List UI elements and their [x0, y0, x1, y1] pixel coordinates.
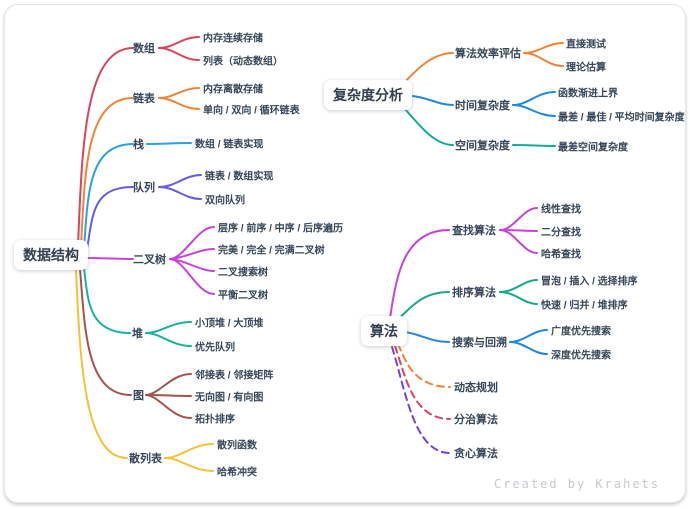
algo-leaf-search-2[interactable]: 哈希查找	[541, 249, 581, 261]
algo-leaf-sort-1[interactable]: 快速 / 归并 / 堆排序	[541, 300, 628, 312]
edge-ds-queue	[86, 186, 134, 250]
edge-ds-binarytree-3	[169, 258, 215, 295]
ds-branch-graph[interactable]: 图	[133, 390, 144, 402]
ds-leaf-binarytree-2[interactable]: 二叉搜索树	[218, 267, 268, 279]
edge-ds-binarytree	[84, 257, 134, 260]
edge-cx-efficiency	[401, 52, 454, 86]
edge-ds-hashtable	[75, 269, 128, 459]
ds-branch-array[interactable]: 数组	[133, 43, 155, 55]
ds-branch-stack[interactable]: 栈	[133, 139, 144, 151]
edge-algo-sort-0	[499, 279, 538, 293]
cx-branch-time[interactable]: 时间复杂度	[455, 100, 510, 112]
ds-leaf-binarytree-3[interactable]: 平衡二叉树	[218, 290, 268, 302]
edge-cx-space-0	[512, 144, 556, 147]
edge-algo-search-2	[499, 229, 538, 254]
edge-algo-backtrack-1	[509, 341, 548, 355]
algo-leaf-backtrack-1[interactable]: 深度优先搜索	[551, 350, 611, 362]
edge-ds-graph-0	[145, 373, 192, 396]
edge-ds-linkedlist-0	[158, 87, 200, 99]
complexity-root-node[interactable]: 复杂度分析	[324, 80, 412, 110]
edge-algo-search-0	[499, 207, 538, 231]
edge-ds-stack	[83, 143, 134, 249]
ds-leaf-graph-1[interactable]: 无向图 / 有向图	[195, 392, 264, 404]
edge-ds-heap	[83, 267, 131, 334]
cx-leaf-time-0[interactable]: 函数渐进上界	[558, 88, 618, 100]
edge-ds-heap-0	[145, 321, 192, 334]
cx-leaf-time-1[interactable]: 最差 / 最佳 / 平均时间复杂度	[558, 112, 685, 124]
algo-leaf-backtrack-0[interactable]: 广度优先搜索	[551, 326, 611, 338]
edge-ds-queue-1	[158, 186, 202, 200]
cx-branch-space[interactable]: 空间复杂度	[455, 140, 510, 152]
edge-cx-time-1	[512, 104, 556, 117]
ds-branch-binarytree[interactable]: 二叉树	[133, 254, 166, 266]
ds-leaf-heap-0[interactable]: 小顶堆 / 大顶堆	[195, 318, 264, 330]
cx-branch-efficiency[interactable]: 算法效率评估	[455, 48, 521, 60]
algo-branch-divide[interactable]: 分治算法	[454, 414, 498, 426]
algo-branch-sort[interactable]: 排序算法	[452, 287, 496, 299]
cx-leaf-efficiency-1[interactable]: 理论估算	[566, 62, 606, 74]
ds-leaf-queue-1[interactable]: 双向队列	[205, 195, 245, 207]
algo-branch-greedy[interactable]: 贪心算法	[454, 448, 498, 460]
edge-algo-backtrack	[404, 331, 450, 343]
ds-leaf-hashtable-1[interactable]: 哈希冲突	[217, 467, 257, 479]
edge-cx-efficiency-0	[523, 42, 564, 54]
edge-ds-array-1	[158, 47, 200, 61]
ds-branch-heap[interactable]: 堆	[132, 328, 143, 340]
cx-leaf-efficiency-0[interactable]: 直接测试	[566, 39, 606, 51]
ds-leaf-graph-0[interactable]: 邻接表 / 邻接矩阵	[195, 370, 274, 382]
ds-leaf-queue-0[interactable]: 链表 / 数组实现	[205, 171, 274, 183]
edge-ds-array-0	[158, 36, 200, 49]
edge-algo-divide	[394, 345, 451, 420]
edge-ds-linkedlist	[80, 97, 134, 248]
ds-leaf-linkedlist-1[interactable]: 单向 / 双向 / 循环链表	[203, 105, 300, 117]
edge-ds-hashtable-0	[164, 443, 214, 459]
ds-branch-linkedlist[interactable]: 链表	[133, 93, 155, 105]
edge-algo-dp	[397, 343, 451, 388]
ds-branch-hashtable[interactable]: 散列表	[129, 453, 162, 465]
edge-cx-time	[411, 95, 454, 106]
edge-ds-hashtable-1	[164, 457, 214, 472]
algo-branch-dp[interactable]: 动态规划	[454, 382, 498, 394]
algo-root-node[interactable]: 算法	[361, 316, 407, 346]
ds-leaf-stack-0[interactable]: 数组 / 链表实现	[195, 139, 264, 151]
ds-leaf-graph-2[interactable]: 拓扑排序	[195, 414, 235, 426]
cx-leaf-space-0[interactable]: 最差空间复杂度	[558, 142, 628, 154]
algo-leaf-search-0[interactable]: 线性查找	[541, 204, 581, 216]
edge-cx-time-0	[512, 91, 556, 106]
edge-ds-linkedlist-1	[158, 97, 200, 110]
watermark-credit: Created by Krahets	[493, 477, 660, 491]
ds-root-node[interactable]: 数据结构	[14, 240, 88, 270]
algo-branch-search[interactable]: 查找算法	[452, 225, 496, 237]
ds-leaf-array-0[interactable]: 内存连续存储	[203, 33, 263, 45]
edge-algo-search	[389, 229, 450, 319]
edge-ds-heap-1	[145, 332, 192, 347]
edge-ds-stack-0	[146, 142, 192, 145]
edge-ds-graph-2	[145, 394, 192, 419]
ds-leaf-array-1[interactable]: 列表（动态数组）	[203, 56, 283, 68]
ds-branch-queue[interactable]: 队列	[133, 182, 155, 194]
ds-leaf-linkedlist-0[interactable]: 内存离散存储	[203, 84, 263, 96]
edge-ds-queue-0	[158, 174, 202, 188]
algo-branch-backtrack[interactable]: 搜索与回溯	[452, 337, 507, 349]
ds-leaf-binarytree-1[interactable]: 完美 / 完全 / 完满二叉树	[218, 245, 325, 257]
edge-algo-backtrack-0	[509, 329, 548, 343]
edge-cx-efficiency-1	[523, 52, 564, 67]
algo-leaf-sort-0[interactable]: 冒泡 / 插入 / 选择排序	[541, 276, 638, 288]
ds-leaf-heap-1[interactable]: 优先队列	[195, 342, 235, 354]
edge-ds-graph-1	[145, 394, 192, 397]
edge-ds-graph	[79, 268, 132, 396]
ds-leaf-hashtable-0[interactable]: 散列函数	[217, 440, 257, 452]
edge-ds-binarytree-1	[169, 248, 215, 260]
edge-ds-array	[77, 47, 134, 247]
edge-cx-space	[401, 105, 454, 146]
edge-algo-greedy	[391, 346, 451, 454]
edge-algo-sort-1	[499, 291, 538, 305]
algo-leaf-search-1[interactable]: 二分查找	[541, 227, 581, 239]
ds-leaf-binarytree-0[interactable]: 层序 / 前序 / 中序 / 后序遍历	[218, 223, 344, 235]
